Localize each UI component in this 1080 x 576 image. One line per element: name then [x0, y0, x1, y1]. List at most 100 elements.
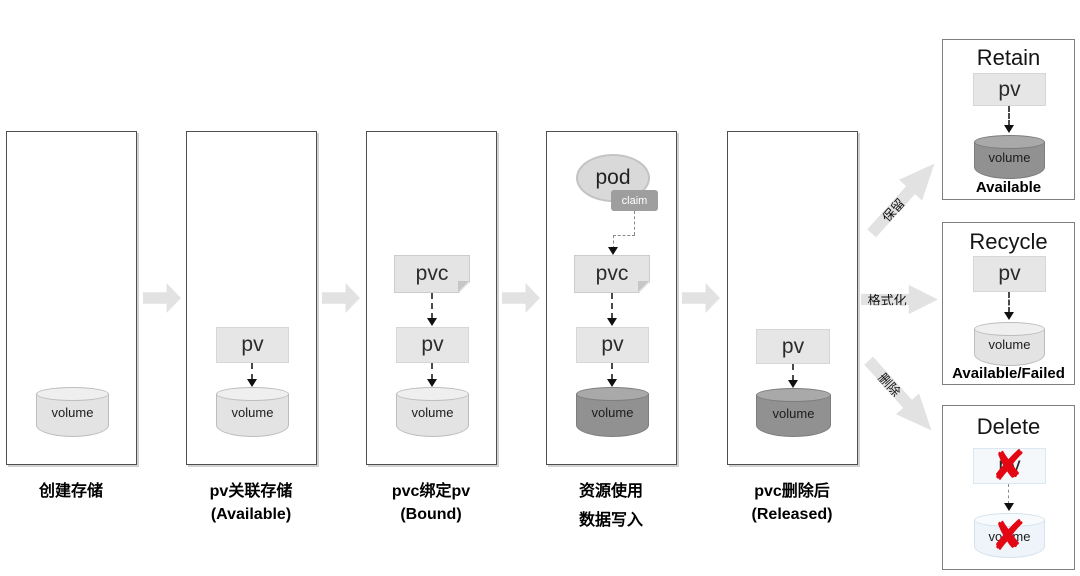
pv-node-deleted: pv [973, 448, 1046, 484]
pv-node: pv [973, 73, 1046, 106]
dashed-connector [1008, 484, 1009, 504]
recycle-title: Recycle [969, 229, 1048, 254]
volume-cylinder-dark: volume [756, 388, 831, 437]
volume-label: volume [51, 405, 94, 420]
recycle-status: Available/Failed [952, 365, 1065, 382]
volume-label: volume [591, 405, 634, 420]
delete-title: Delete [976, 414, 1041, 439]
dashed-connector-elbow [634, 211, 635, 235]
pv-label: pv [781, 334, 805, 358]
flow-arrow-icon [502, 282, 540, 314]
arrowhead-icon [1004, 312, 1014, 320]
retain-title: Retain [976, 45, 1041, 70]
outcome-box-delete: Delete pv ✘ volume ✘ [942, 405, 1075, 570]
dashed-connector-elbow [613, 235, 614, 249]
pv-label: pv [421, 333, 444, 356]
deleted-x-icon: ✘ [990, 511, 1027, 560]
cylinder-top [756, 388, 831, 402]
pv-node: pv [756, 329, 830, 364]
pv-node: pv [396, 327, 469, 363]
cylinder-top [974, 135, 1045, 149]
flow-arrow-icon [322, 282, 360, 314]
retain-arrow-label: 保留 [879, 195, 908, 226]
outcome-box-retain: Retain pv volume Available [942, 39, 1075, 200]
volume-cylinder: volume [216, 387, 289, 437]
arrowhead-icon [247, 379, 257, 387]
cylinder-top [576, 387, 649, 401]
volume-cylinder-dark: volume [576, 387, 649, 437]
pv-label: pv [998, 77, 1021, 101]
volume-cylinder: volume [396, 387, 469, 437]
dashed-connector [251, 363, 253, 380]
volume-label: volume [988, 150, 1031, 165]
stage-label-available-line1: pv关联存储 [209, 483, 293, 500]
arrowhead-icon [427, 318, 437, 326]
claim-label: claim [621, 194, 648, 207]
flow-arrow-icon [682, 282, 720, 314]
deleted-x-icon: ✘ [990, 441, 1027, 490]
recycle-arrow: 格式化 [861, 284, 938, 315]
stage-label-released-line2: (Released) [751, 506, 833, 523]
stage-label-released-line1: pvc删除后 [754, 483, 830, 500]
dashed-connector [792, 364, 794, 381]
cylinder-body [974, 520, 1045, 558]
pv-node: pv [576, 327, 649, 363]
arrowhead-icon [788, 380, 798, 388]
pod-label: pod [595, 166, 631, 189]
stage-label-bound-line1: pvc绑定pv [391, 483, 471, 500]
pv-label: pv [601, 333, 624, 356]
arrowhead-icon [607, 318, 617, 326]
volume-cylinder-deleted: volume [974, 513, 1045, 558]
arrowhead-icon [608, 247, 618, 255]
stage-label-inuse-line2: 数据写入 [578, 512, 643, 529]
outcome-box-recycle: Recycle pv volume Available/Failed [942, 222, 1075, 385]
arrowhead-icon [427, 379, 437, 387]
retain-arrow: 保留 [859, 153, 946, 245]
dashed-connector [431, 293, 433, 319]
cylinder-body [216, 394, 289, 437]
volume-cylinder: volume [36, 387, 109, 437]
flow-arrow-icon [143, 282, 181, 314]
volume-label: volume [231, 405, 274, 420]
pv-node: pv [216, 327, 289, 363]
pvc-node: pvc [574, 255, 650, 293]
volume-cylinder: volume [974, 322, 1045, 366]
pvc-label: pvc [415, 262, 449, 285]
stage-panel-pv-available: pv volume [186, 131, 317, 465]
dashed-connector [1008, 292, 1010, 313]
pv-label: pv [998, 262, 1021, 285]
dashed-connector [611, 363, 613, 380]
pvc-label: pvc [595, 262, 629, 285]
cylinder-body [396, 394, 469, 437]
delete-arrow: 删除 [856, 350, 943, 442]
dashed-connector [611, 293, 613, 319]
stage-label-bound-line2: (Bound) [400, 506, 462, 523]
recycle-arrow-label: 格式化 [867, 293, 907, 308]
volume-cylinder-dark: volume [974, 135, 1045, 179]
claim-tag: claim [611, 190, 658, 211]
cylinder-body [756, 395, 831, 437]
arrowhead-icon [1004, 125, 1014, 133]
stage-label-available-line2: (Available) [210, 506, 292, 523]
delete-arrow-label: 删除 [874, 370, 904, 400]
cylinder-top [36, 387, 109, 401]
dashed-connector [1008, 106, 1010, 126]
retain-status: Available [975, 179, 1042, 196]
pv-label: pv [241, 333, 264, 356]
stage-panel-create-storage: volume [6, 131, 137, 465]
stage-panel-released: pv volume [727, 131, 858, 465]
pv-node: pv [973, 256, 1046, 292]
stage-label-inuse-line1: 资源使用 [578, 483, 643, 500]
arrowhead-icon [607, 379, 617, 387]
stage-label-create: 创建存储 [38, 483, 103, 500]
cylinder-body [576, 394, 649, 437]
dashed-connector [431, 363, 433, 380]
stage-panel-in-use: pod claim pvc pv volume [546, 131, 677, 465]
pvc-node: pvc [394, 255, 470, 293]
volume-label: volume [988, 529, 1031, 544]
cylinder-top [216, 387, 289, 401]
volume-label: volume [772, 406, 815, 421]
volume-label: volume [988, 337, 1031, 352]
cylinder-top [974, 513, 1045, 527]
